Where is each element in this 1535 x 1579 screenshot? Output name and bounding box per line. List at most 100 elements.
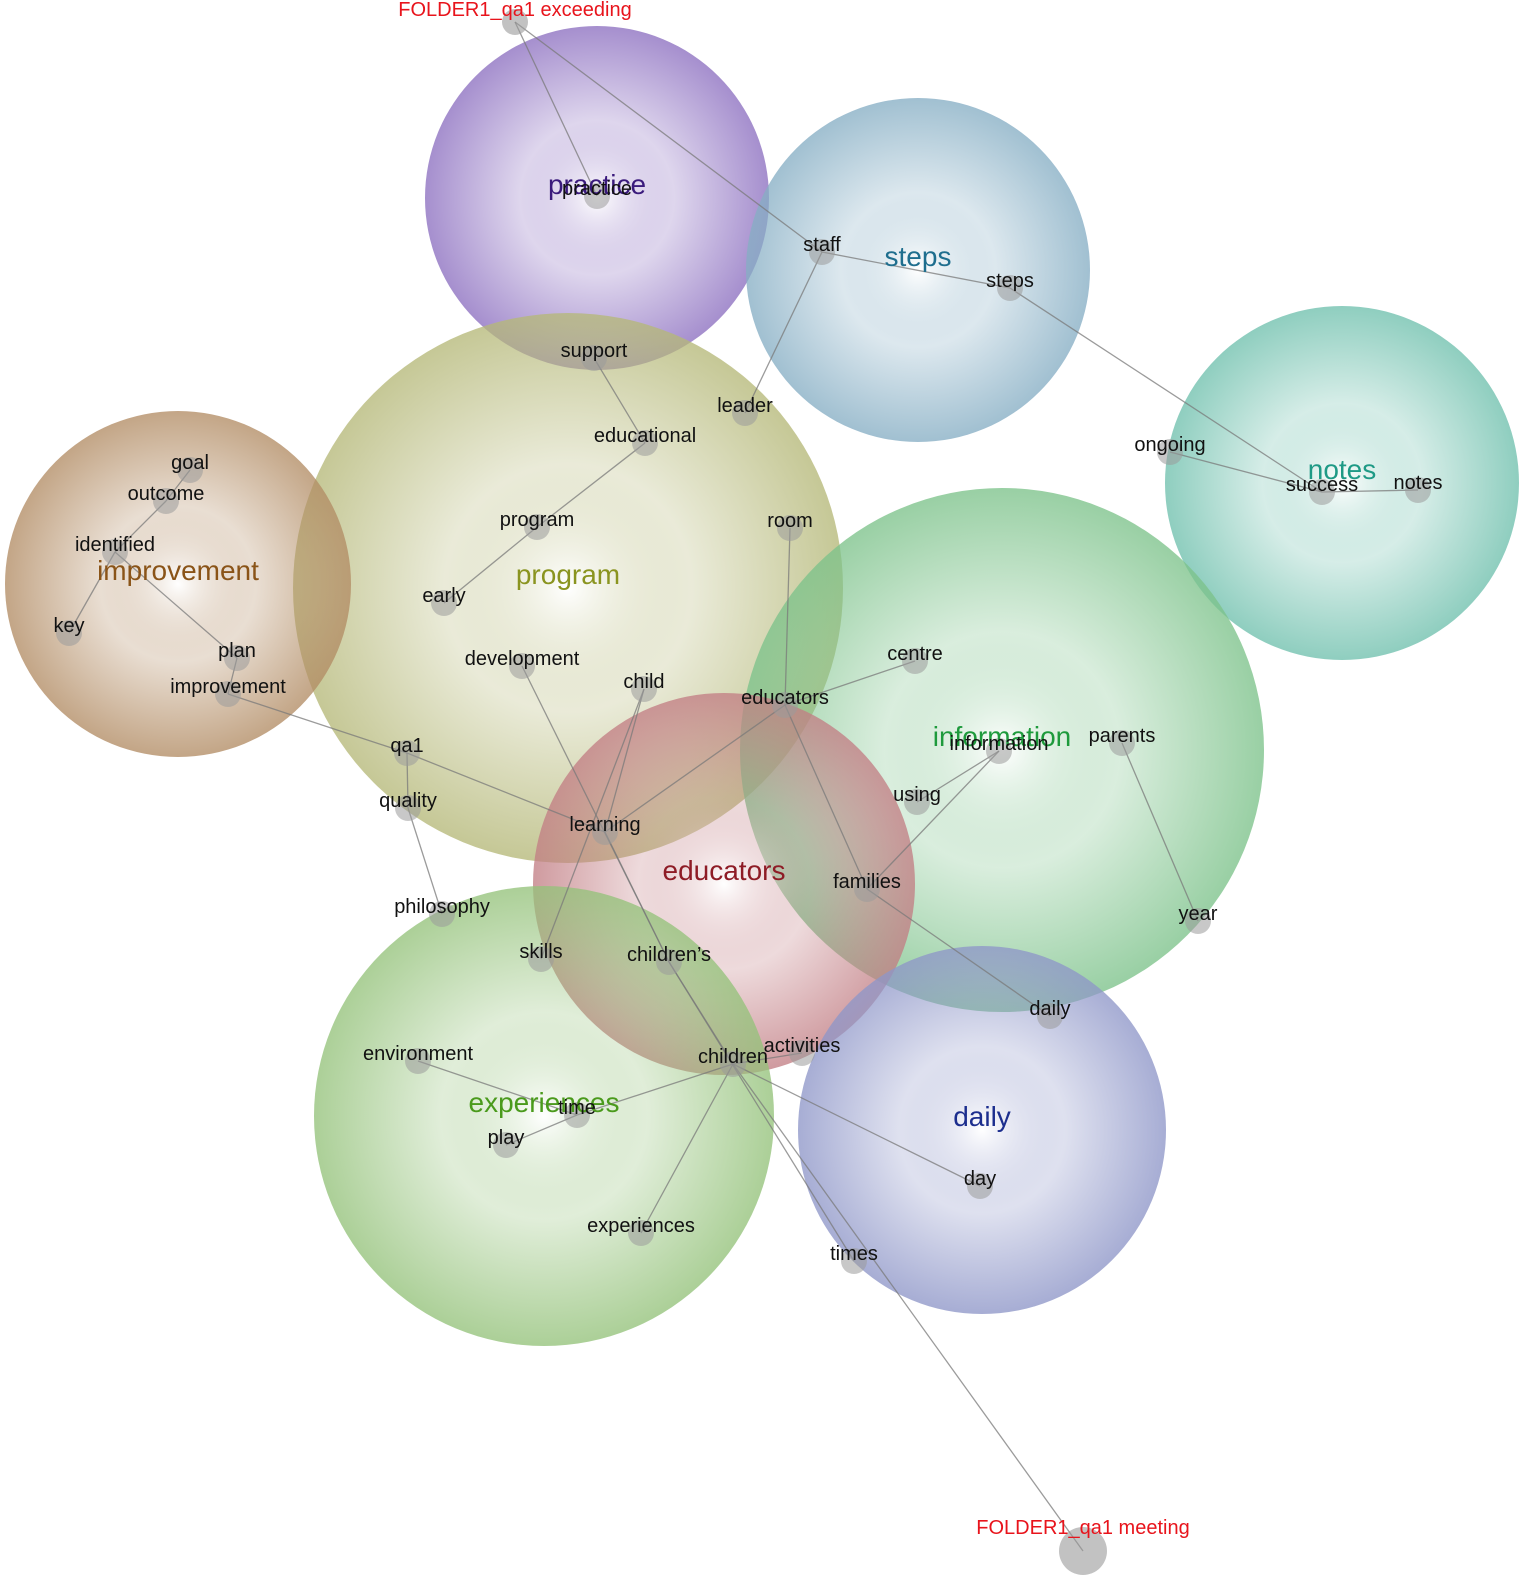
- concept-dot-identified[interactable]: [102, 539, 128, 565]
- concept-label-learning: learning: [569, 814, 640, 836]
- concept-dot-improvement[interactable]: [215, 681, 241, 707]
- concept-label-improvement: improvement: [170, 676, 286, 698]
- concept-label-leader: leader: [717, 395, 773, 417]
- concept-dot-quality[interactable]: [395, 795, 421, 821]
- concept-dot-support[interactable]: [581, 345, 607, 371]
- connection-room-educators: [784, 527, 791, 706]
- concept-label-skills: skills: [519, 941, 562, 963]
- connection-children-experiences: [640, 1063, 734, 1234]
- concept-dot-steps[interactable]: [997, 275, 1023, 301]
- concept-dot-plan[interactable]: [224, 645, 250, 671]
- theme-label-program: program: [516, 559, 620, 590]
- file-marker-exceeding[interactable]: [502, 9, 528, 35]
- connection-staff-leader: [744, 251, 823, 414]
- concept-dot-childrens[interactable]: [656, 949, 682, 975]
- concept-label-goal: goal: [171, 452, 209, 474]
- connection-identified-plan: [114, 551, 238, 659]
- file-label-exceeding: FOLDER1_qa1 exceeding: [398, 0, 631, 21]
- connection-childrens-times: [668, 961, 855, 1262]
- concept-label-daily: daily: [1029, 998, 1070, 1020]
- concept-label-environment: environment: [363, 1043, 474, 1065]
- concept-dot-success[interactable]: [1309, 479, 1335, 505]
- concept-dot-key[interactable]: [56, 620, 82, 646]
- connection-staff-steps: [821, 251, 1011, 289]
- theme-label-steps: steps: [885, 241, 952, 272]
- concept-dot-leader[interactable]: [732, 400, 758, 426]
- concept-dot-daily[interactable]: [1037, 1003, 1063, 1029]
- concept-label-staff: staff: [803, 234, 841, 256]
- concept-dot-children[interactable]: [720, 1051, 746, 1077]
- concept-label-room: room: [767, 510, 813, 532]
- concept-dot-using[interactable]: [904, 789, 930, 815]
- connection-educators-learning: [604, 704, 786, 833]
- connection-information-using: [916, 750, 1000, 803]
- connection-support-educational: [593, 357, 646, 444]
- concept-label-notes: notes: [1394, 472, 1443, 494]
- theme-label-experiences: experiences: [469, 1087, 620, 1118]
- connection-centre-educators: [784, 660, 916, 706]
- theme-label-educators: educators: [663, 855, 786, 886]
- theme-bubbles: [5, 26, 1519, 1346]
- concept-dot-skills[interactable]: [528, 946, 554, 972]
- concept-label-families: families: [833, 871, 901, 893]
- concept-dot-families[interactable]: [854, 876, 880, 902]
- concept-dot-qa1[interactable]: [394, 740, 420, 766]
- concept-dot-activities[interactable]: [789, 1040, 815, 1066]
- concept-label-plan: plan: [218, 640, 256, 662]
- concept-label-educational: educational: [594, 425, 696, 447]
- concept-dot-program[interactable]: [524, 514, 550, 540]
- concept-dot-experiences[interactable]: [628, 1220, 654, 1246]
- concept-dot-learning[interactable]: [592, 819, 618, 845]
- concept-dots: [56, 183, 1431, 1274]
- concept-dot-child[interactable]: [631, 676, 657, 702]
- concept-label-childrens: children’s: [627, 944, 711, 966]
- connection-children-meeting: [732, 1063, 1084, 1552]
- concept-label-parents: parents: [1089, 725, 1156, 747]
- concept-dot-play[interactable]: [493, 1132, 519, 1158]
- concept-dot-staff[interactable]: [809, 239, 835, 265]
- concept-dot-time[interactable]: [564, 1102, 590, 1128]
- theme-label-notes: notes: [1308, 454, 1377, 485]
- concept-dot-development[interactable]: [509, 653, 535, 679]
- concept-dot-outcome[interactable]: [153, 488, 179, 514]
- connection-learning-childrens: [604, 831, 670, 963]
- concept-label-children: children: [698, 1046, 768, 1068]
- concept-dot-environment[interactable]: [405, 1048, 431, 1074]
- concept-label-key: key: [53, 615, 84, 637]
- connection-child-skills: [540, 688, 645, 960]
- concept-dot-parents[interactable]: [1109, 730, 1135, 756]
- theme-label-practice: practice: [548, 169, 646, 200]
- concept-label-program: program: [500, 509, 574, 531]
- concept-dot-day[interactable]: [967, 1173, 993, 1199]
- concept-label-early: early: [422, 585, 465, 607]
- connection-program-early: [443, 526, 538, 604]
- concept-dot-room[interactable]: [777, 515, 803, 541]
- concept-dot-centre[interactable]: [902, 648, 928, 674]
- concept-label-support: support: [561, 340, 628, 362]
- concept-dot-notes[interactable]: [1405, 477, 1431, 503]
- concept-dot-ongoing[interactable]: [1157, 439, 1183, 465]
- concept-dot-goal[interactable]: [177, 457, 203, 483]
- concept-dot-information[interactable]: [986, 738, 1012, 764]
- concept-label-outcome: outcome: [128, 483, 205, 505]
- concept-label-year: year: [1179, 903, 1218, 925]
- connection-qa1-learning: [406, 752, 606, 833]
- concept-dot-year[interactable]: [1185, 908, 1211, 934]
- concept-dot-philosophy[interactable]: [429, 901, 455, 927]
- concept-dot-early[interactable]: [431, 590, 457, 616]
- theme-label-improvement: improvement: [97, 555, 259, 586]
- concept-dot-times[interactable]: [841, 1248, 867, 1274]
- connection-exceeding-staff: [514, 21, 823, 253]
- connection-quality-philosophy: [407, 807, 443, 915]
- file-label-meeting: FOLDER1_qa1 meeting: [976, 1517, 1189, 1539]
- concept-label-ongoing: ongoing: [1134, 434, 1205, 456]
- concept-dot-practice[interactable]: [584, 183, 610, 209]
- concept-label-educators: educators: [741, 687, 829, 709]
- concept-dot-educational[interactable]: [632, 430, 658, 456]
- theme-label-daily: daily: [953, 1101, 1011, 1132]
- concept-label-experiences: experiences: [587, 1215, 695, 1237]
- file-marker-meeting[interactable]: [1059, 1527, 1107, 1575]
- concept-label-using: using: [893, 784, 941, 806]
- concept-dot-educators[interactable]: [772, 692, 798, 718]
